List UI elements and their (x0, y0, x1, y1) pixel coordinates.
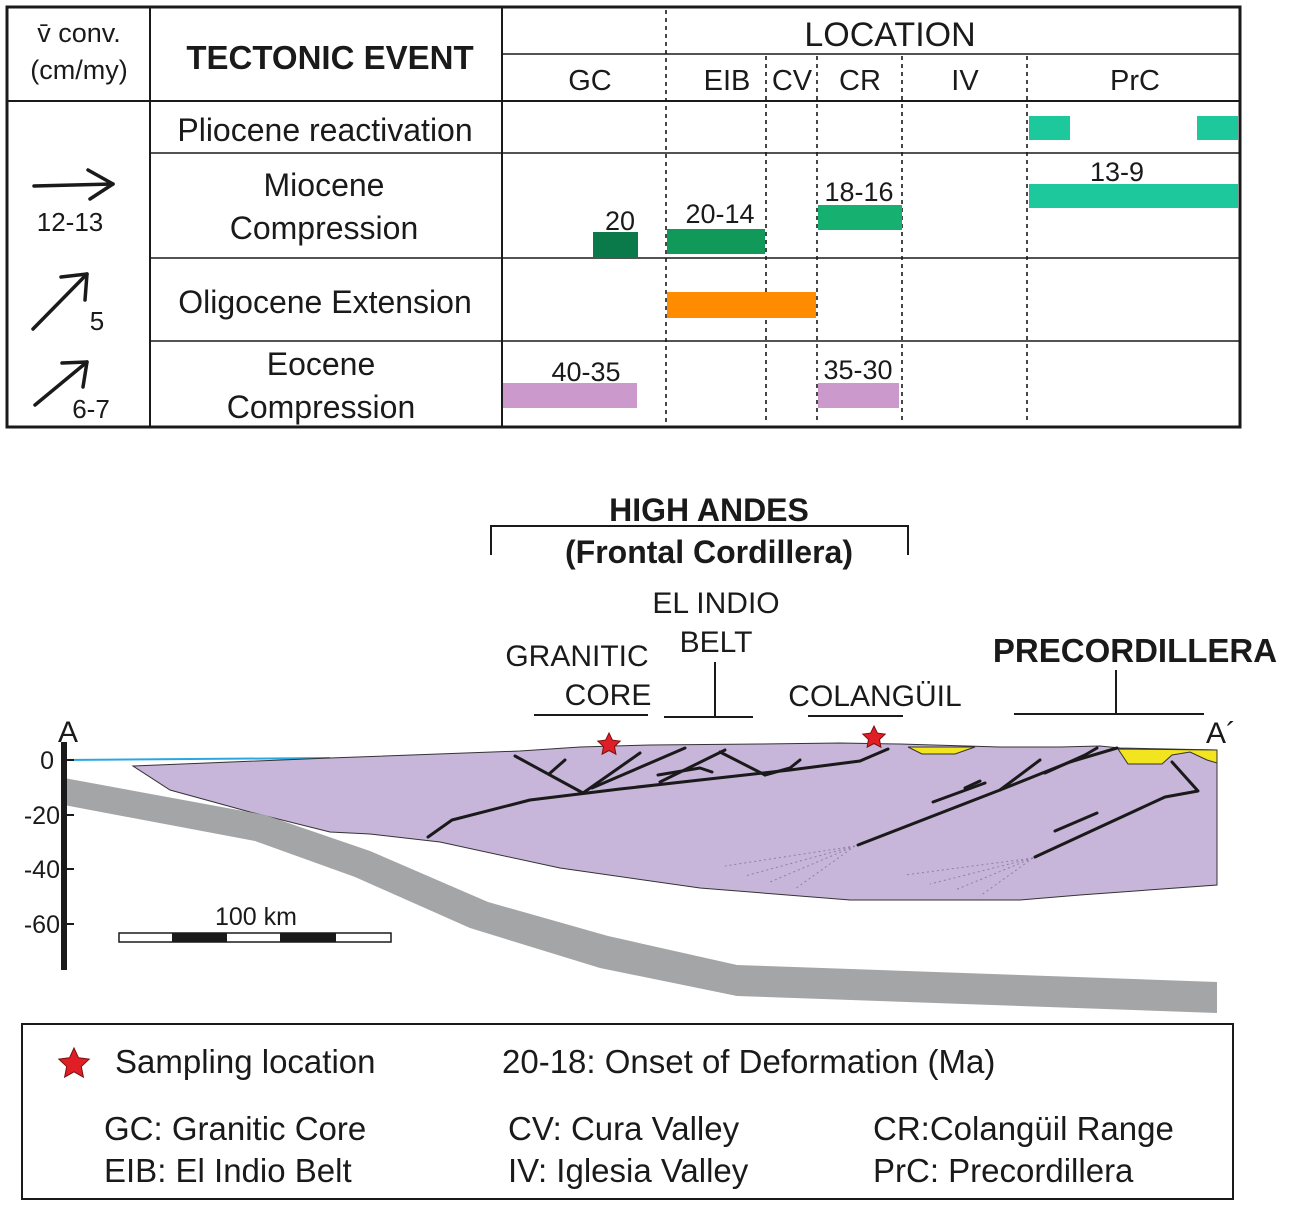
arrow-up-right-icon (33, 360, 89, 407)
star-icon (861, 724, 887, 749)
arrow-up-right-icon (31, 272, 89, 331)
depth-tick-60: -60 (24, 911, 60, 939)
velocity-miocene: 12-13 (37, 207, 104, 237)
bar-gc-eocene (503, 383, 637, 408)
arrow-right-icon (32, 168, 115, 201)
label-gc-eocene: 40-35 (551, 357, 620, 387)
sediment-basin (1117, 748, 1218, 765)
shear-zone-fan (724, 845, 1034, 897)
table-border (5, 5, 1242, 429)
depth-ticks (64, 759, 74, 925)
section-start-label: A (58, 716, 78, 749)
column-gc: GC (568, 65, 612, 97)
label-cr-miocene: 18-16 (824, 177, 893, 207)
subducting-slab (64, 778, 1217, 1013)
depth-tick-40: -40 (24, 856, 60, 884)
label-gc-miocene: 20 (605, 206, 635, 236)
location-dashed-dividers (665, 10, 1028, 424)
bar-eib-miocene (667, 229, 765, 254)
crust-wedge (131, 742, 1218, 901)
legend-prc: PrC: Precordillera (873, 1152, 1134, 1189)
legend-iv: IV: Iglesia Valley (508, 1152, 749, 1189)
tectonic-table: v̄ conv. (cm/my) TECTONIC EVENT LOCATION… (5, 5, 1242, 429)
el-indio-label-line2: BELT (680, 626, 753, 659)
bar-prc-pliocene-1 (1029, 116, 1070, 140)
cross-section: HIGH ANDES (Frontal Cordillera) EL INDIO… (24, 492, 1277, 1013)
legend-cr: CR:Colangüil Range (873, 1110, 1174, 1147)
tectonic-event-header: TECTONIC EVENT (186, 39, 473, 76)
legend-sampling: Sampling location (115, 1043, 376, 1080)
label-prc-miocene: 13-9 (1090, 157, 1144, 187)
column-eib: EIB (704, 65, 751, 97)
event-eocene: Eocene (267, 346, 376, 382)
legend: Sampling location 20-18: Onset of Deform… (21, 1023, 1234, 1200)
column-cr: CR (839, 65, 881, 97)
velocity-header-unit: (cm/my) (30, 55, 127, 85)
sediment-basin (907, 746, 976, 755)
label-cr-eocene: 35-30 (823, 355, 892, 385)
velocity-eocene: 6-7 (72, 394, 110, 424)
high-andes-label: HIGH ANDES (609, 492, 809, 528)
convergence-arrows (31, 168, 115, 407)
event-miocene-line2: Compression (230, 210, 419, 246)
column-prc: PrC (1110, 65, 1160, 97)
sea-level-line (62, 757, 331, 761)
column-cv: CV (772, 65, 813, 97)
frontal-cordillera-label: (Frontal Cordillera) (565, 534, 853, 570)
el-indio-label: EL INDIO (652, 587, 779, 620)
event-pliocene: Pliocene reactivation (177, 112, 472, 148)
star-icon (57, 1046, 91, 1079)
star-icon (596, 731, 622, 756)
scale-bar-label: 100 km (215, 903, 297, 931)
event-eocene-line2: Compression (227, 389, 416, 425)
scale-bar (118, 932, 392, 943)
granitic-core-label: GRANITIC (505, 640, 648, 673)
bar-cr-miocene (818, 205, 902, 230)
depth-tick-20: -20 (24, 802, 60, 830)
bar-eib-cv-oligocene (667, 292, 816, 318)
bar-cr-eocene (818, 383, 899, 408)
legend-onset: 20-18: Onset of Deformation (Ma) (502, 1043, 995, 1080)
legend-gc: GC: Granitic Core (104, 1110, 366, 1147)
bar-prc-miocene (1029, 184, 1238, 208)
location-header: LOCATION (804, 16, 975, 54)
event-miocene: Miocene (264, 167, 385, 203)
legend-box (21, 1023, 1234, 1200)
fault-lines (426, 746, 1200, 859)
precordillera-label: PRECORDILLERA (993, 632, 1277, 669)
legend-cv: CV: Cura Valley (508, 1110, 740, 1147)
section-end-label: A´ (1206, 717, 1236, 750)
granitic-core-label-line2: CORE (565, 679, 652, 712)
region-markers (534, 662, 1204, 718)
bar-prc-pliocene-2 (1197, 116, 1238, 140)
high-andes-bracket (490, 525, 909, 555)
legend-eib: EIB: El Indio Belt (104, 1152, 352, 1189)
event-oligocene: Oligocene Extension (178, 284, 472, 320)
colanguil-label: COLANGÜIL (788, 680, 961, 713)
column-iv: IV (951, 65, 979, 97)
bar-gc-miocene (593, 232, 638, 258)
label-eib-miocene: 20-14 (685, 199, 754, 229)
velocity-header: v̄ conv. (37, 18, 121, 48)
depth-tick-0: 0 (40, 747, 54, 775)
velocity-oligocene: 5 (90, 306, 104, 336)
